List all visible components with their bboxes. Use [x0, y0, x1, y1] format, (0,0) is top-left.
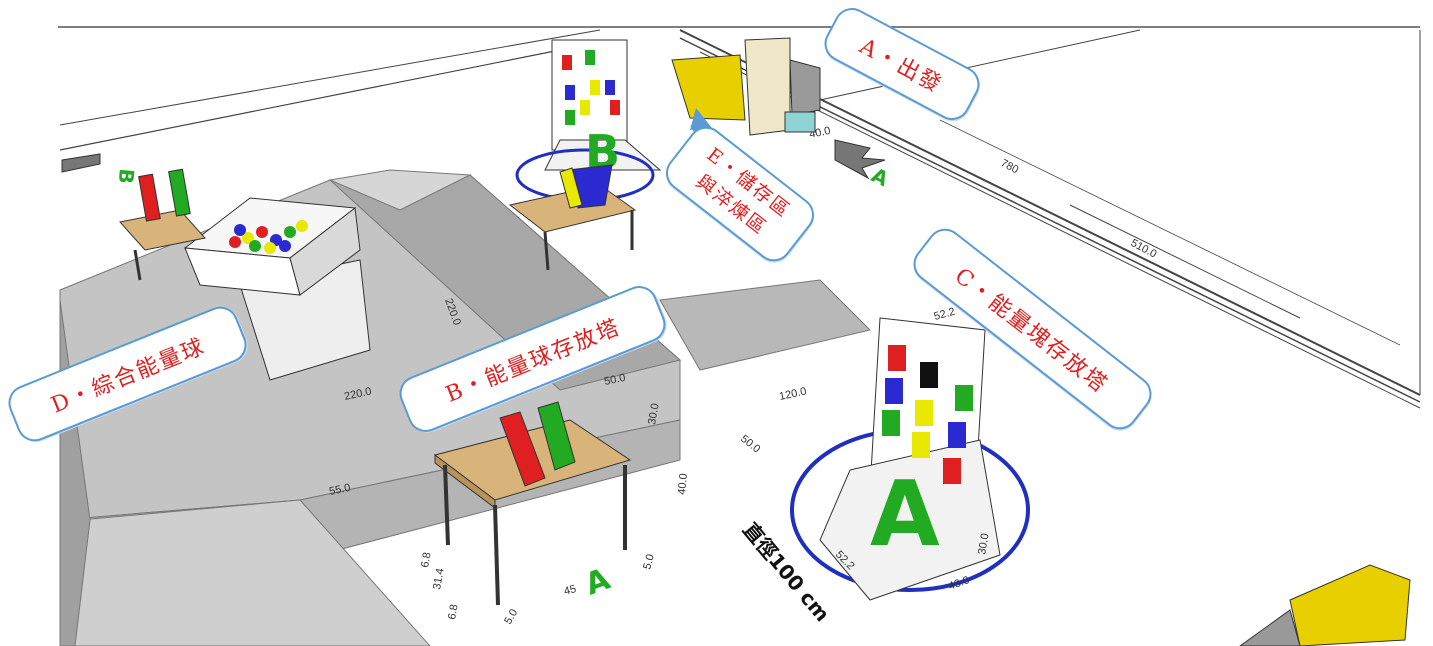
dim-31-4: 31.4 [431, 567, 447, 590]
dim-40: 40.0 [676, 473, 690, 495]
start-area-structures [671, 37, 821, 136]
dim-5-a: 5.0 [641, 553, 657, 571]
dim-5-b: 5.0 [502, 607, 520, 626]
bottom-right-start-box [1239, 564, 1411, 646]
dim-6-8-a: 6.8 [419, 551, 433, 568]
small-letter-a: A [581, 561, 616, 602]
dim-120: 120.0 [778, 385, 807, 402]
dim-30-c: 30.0 [976, 532, 992, 555]
letter-a: A [870, 462, 940, 567]
dim-510: 510.0 [1129, 237, 1159, 261]
svg-text:B: B [114, 168, 139, 185]
dim-50-b: 50.0 [738, 433, 762, 456]
left-rack-table [119, 168, 206, 281]
svg-text:A: A [868, 163, 893, 192]
dim-780: 780 [999, 157, 1021, 176]
dim-30: 30.0 [646, 402, 662, 425]
dim-50: 50.0 [603, 372, 626, 388]
dim-45: 45 [563, 583, 578, 598]
dim-6-8-b: 6.8 [446, 603, 460, 620]
storage-table-b [508, 164, 637, 271]
dim-220-left: 220.0 [343, 385, 372, 402]
dim-43: 43.0 [947, 574, 971, 593]
energy-ball-box [183, 197, 371, 381]
dim-52-2-top: 52.2 [933, 306, 957, 323]
diameter-label: 直徑100 cm [738, 518, 834, 626]
dim-55: 55.0 [328, 482, 351, 498]
c-block-tower: A 52.2 52.2 43.0 30.0 [790, 306, 1030, 601]
